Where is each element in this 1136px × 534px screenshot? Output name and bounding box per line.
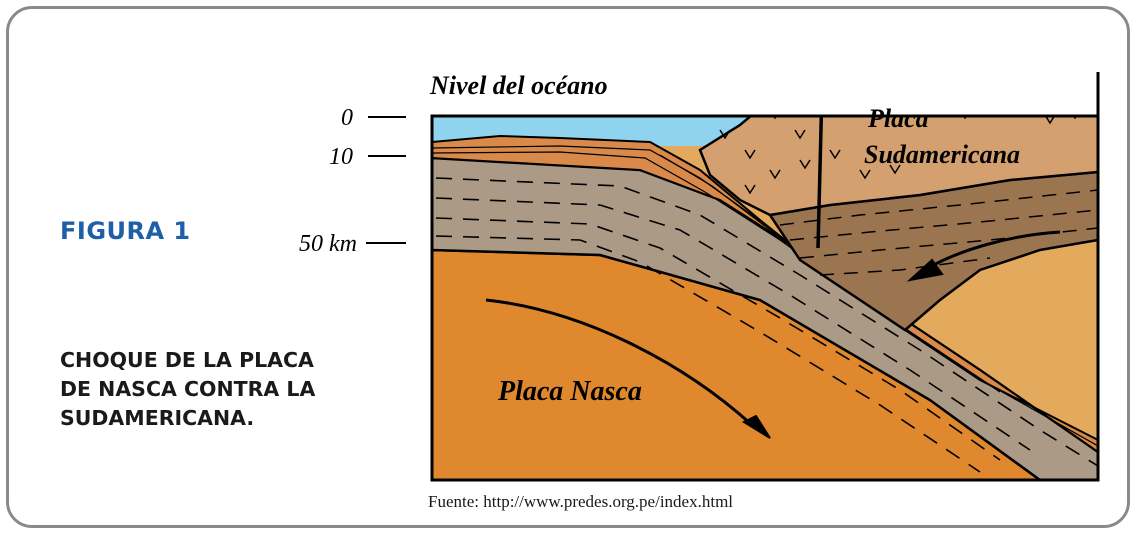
label-placa: Placa — [867, 104, 929, 133]
sediment-layer — [432, 134, 1098, 454]
mantle-flow-arrow — [927, 230, 1061, 270]
volcanic-marks — [719, 116, 1078, 195]
depth-label-50km: 50 km — [299, 231, 357, 257]
nasca-motion-arrow — [485, 298, 754, 427]
source-citation: Fuente: http://www.predes.org.pe/index.h… — [428, 492, 734, 511]
caption-line: SUDAMERICANA. — [60, 406, 255, 430]
label-placa-nasca: Placa Nasca — [497, 376, 642, 407]
caption-line: CHOQUE DE LA PLACA — [60, 348, 314, 372]
volcano-eruption-icon — [812, 42, 834, 55]
label-sudamericana: Sudamericana — [864, 140, 1020, 169]
magma-conduit — [816, 116, 824, 249]
ocean-level-label: Nivel del océano — [429, 71, 608, 100]
depth-scale: 0 10 50 km — [299, 105, 406, 257]
depth-label-10: 10 — [329, 144, 353, 170]
mantle-arrowhead-icon — [906, 258, 944, 282]
figure-label: FIGURA 1 — [60, 217, 191, 245]
caption-line: DE NASCA CONTRA LA — [60, 377, 316, 401]
depth-label-0: 0 — [341, 105, 353, 131]
nasca-arrowhead-icon — [741, 414, 771, 439]
figure-caption: CHOQUE DE LA PLACA DE NASCA CONTRA LA SU… — [60, 346, 380, 433]
